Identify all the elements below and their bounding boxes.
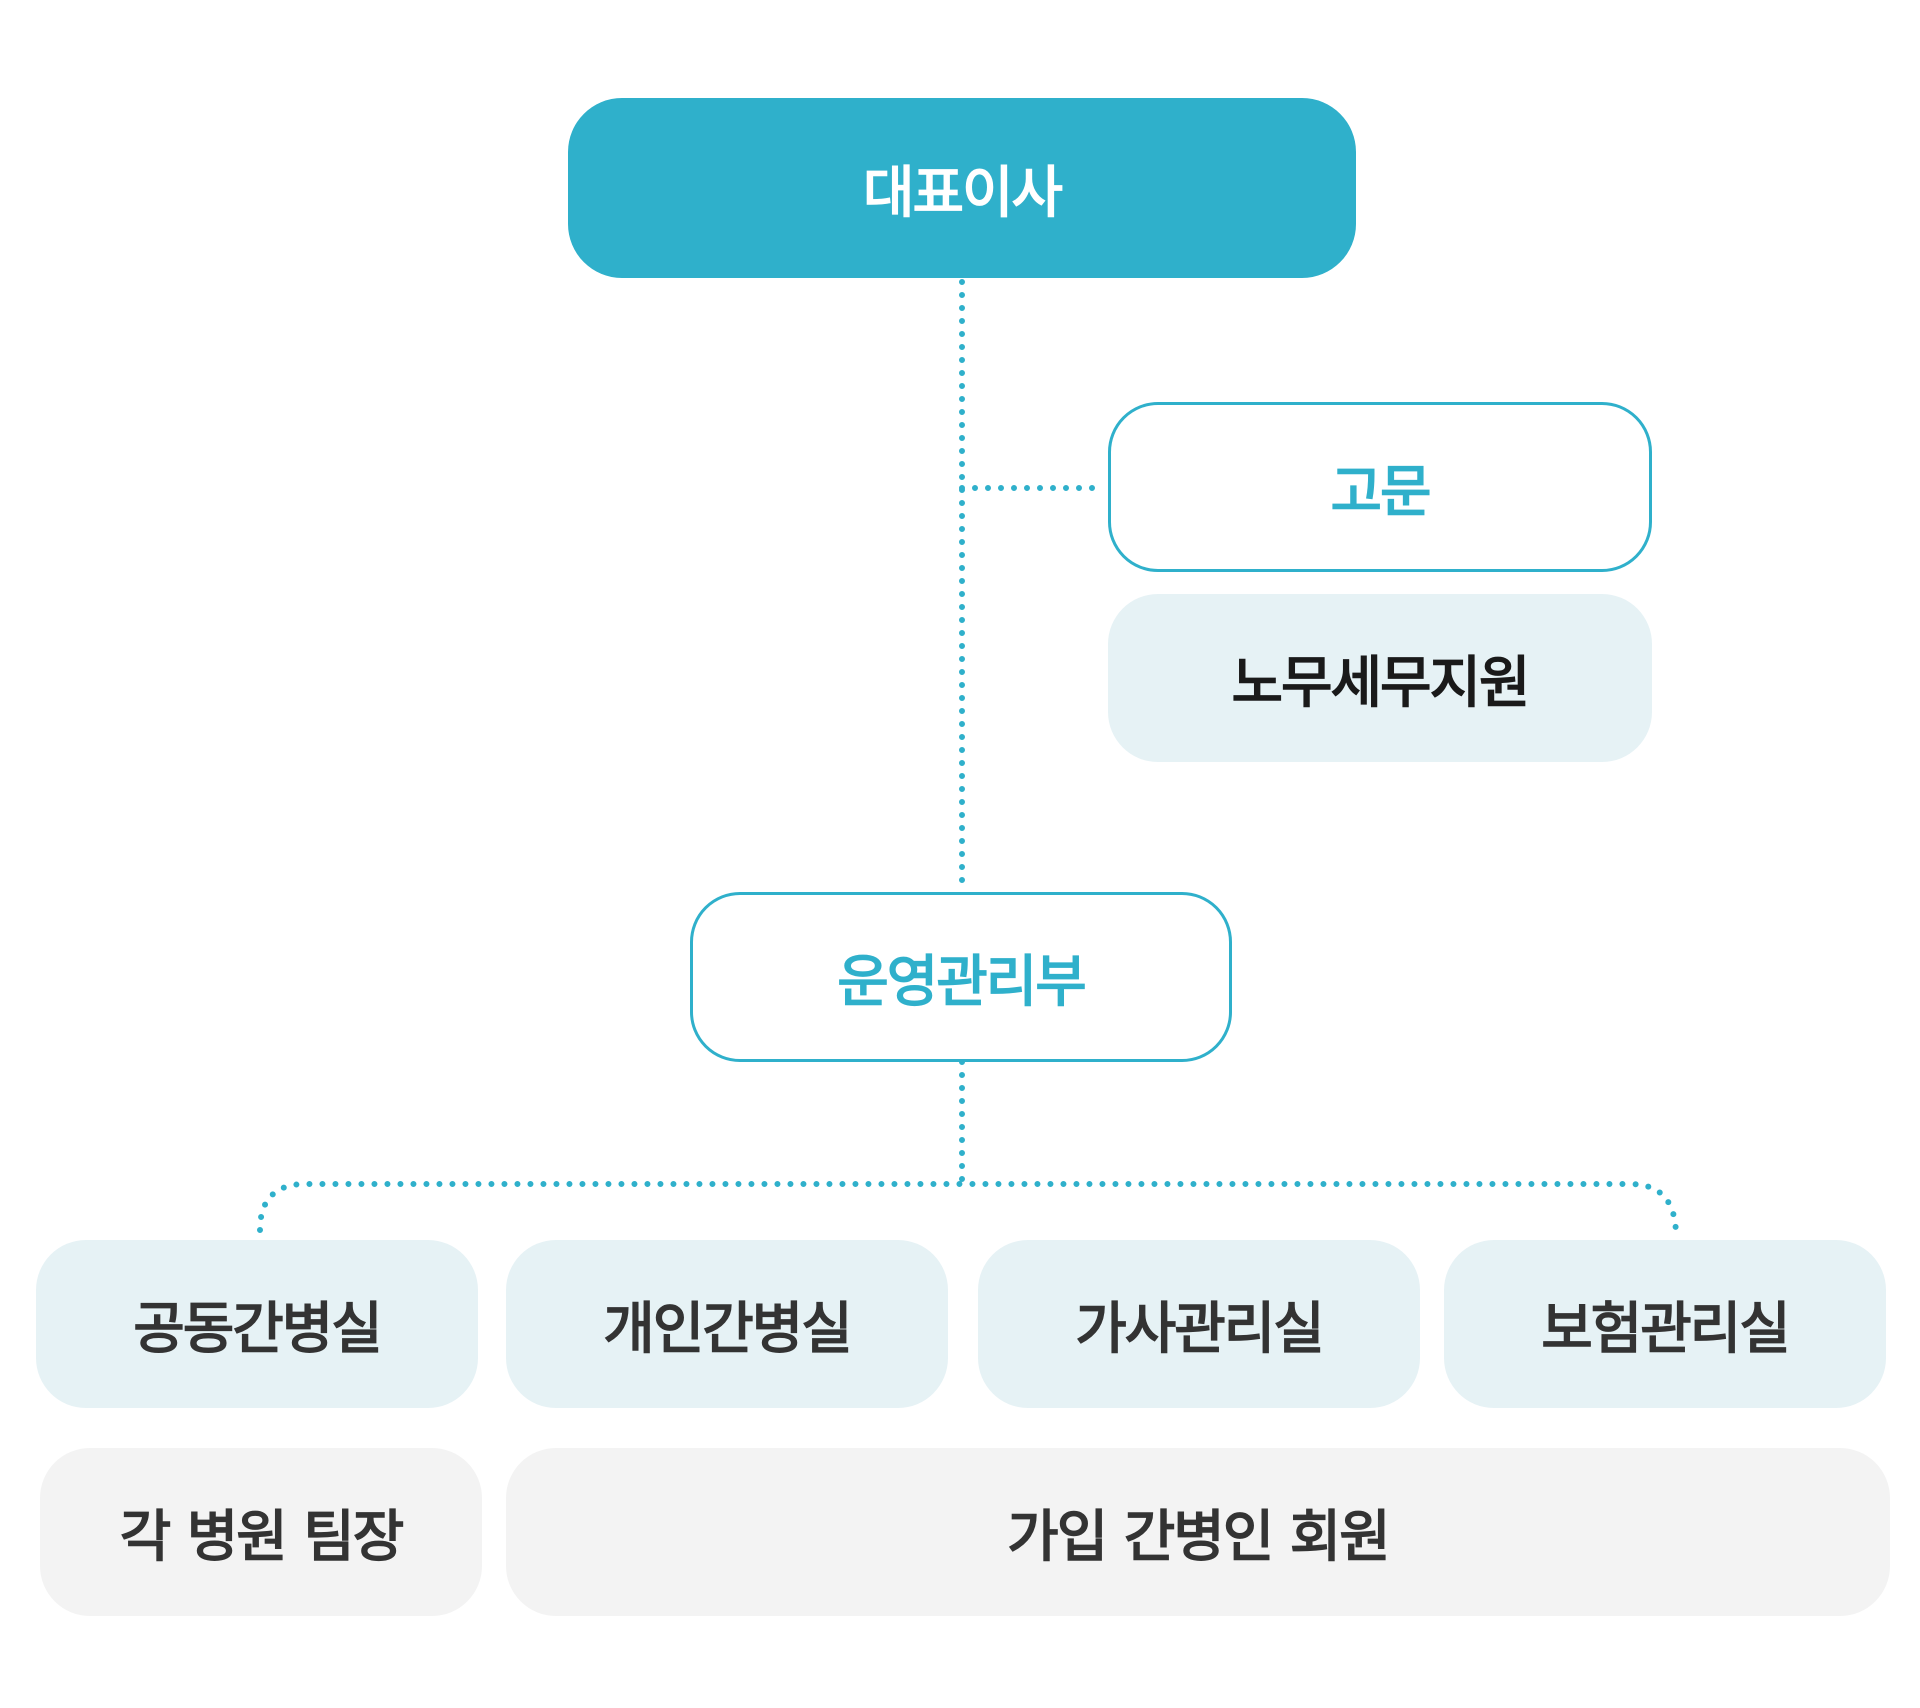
operations-label: 운영관리부 <box>837 949 1087 1015</box>
operations-box: 운영관리부 <box>690 892 1232 1062</box>
members-label: 가입 간병인 회원 <box>1007 1504 1391 1570</box>
ceo-label: 대표이사 <box>862 160 1063 226</box>
labor-tax-support-label: 노무세무지원 <box>1231 650 1530 716</box>
department-box-private-care: 개인간병실 <box>506 1240 948 1408</box>
advisor-box: 고문 <box>1108 402 1652 572</box>
department-label: 공동간병실 <box>133 1296 383 1362</box>
department-label: 보험관리실 <box>1541 1296 1791 1362</box>
department-label: 개인간병실 <box>603 1296 853 1362</box>
members-box: 가입 간병인 회원 <box>506 1448 1890 1616</box>
labor-tax-support-box: 노무세무지원 <box>1108 594 1652 762</box>
team-leaders-box: 각 병원 팀장 <box>40 1448 482 1616</box>
department-box-joint-care: 공동간병실 <box>36 1240 478 1408</box>
connector-departments-bus <box>257 1181 1679 1239</box>
advisor-label: 고문 <box>1330 459 1431 525</box>
department-label: 가사관리실 <box>1075 1296 1325 1362</box>
department-box-insurance: 보험관리실 <box>1444 1240 1886 1408</box>
ceo-box: 대표이사 <box>568 98 1356 278</box>
team-leaders-label: 각 병원 팀장 <box>119 1504 405 1570</box>
department-box-housekeeping: 가사관리실 <box>978 1240 1420 1408</box>
